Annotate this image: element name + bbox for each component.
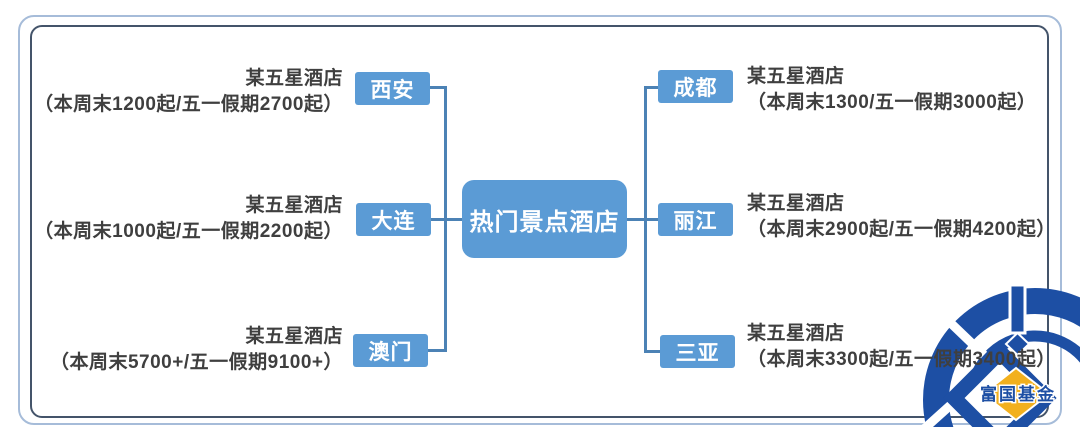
connector-chengdu-stub bbox=[644, 86, 658, 89]
city-node-lijiang: 丽江 bbox=[658, 203, 733, 236]
hotel-note-lijiang: 某五星酒店 （本周末2900起/五一假期4200起） bbox=[747, 191, 1056, 243]
logo-ring-gap bbox=[930, 303, 988, 359]
hotel-note-sanya: 某五星酒店 （本周末3300起/五一假期3400起） bbox=[747, 321, 1056, 373]
hotel-name: 某五星酒店 bbox=[245, 68, 343, 89]
connector-aomen-stub bbox=[428, 349, 447, 352]
hotel-name: 某五星酒店 bbox=[747, 323, 845, 344]
logo-gold-diamond bbox=[981, 366, 1051, 422]
hotel-name: 某五星酒店 bbox=[747, 66, 845, 87]
hotel-name: 某五星酒店 bbox=[245, 326, 343, 347]
city-label: 成都 bbox=[673, 76, 718, 100]
connector-sanya-stub bbox=[644, 350, 660, 353]
hotel-note-dalian: 某五星酒店 （本周末1000起/五一假期2200起） bbox=[34, 193, 343, 245]
city-label: 丽江 bbox=[673, 209, 718, 233]
logo-arrow bbox=[1004, 331, 1031, 357]
hotel-price: （本周末1200起/五一假期2700起） bbox=[34, 94, 343, 115]
city-node-dalian: 大连 bbox=[356, 203, 431, 236]
hotel-price: （本周末1300/五一假期3000起） bbox=[747, 92, 1037, 113]
fullgoal-fund-logo-watermark: 富国基金 bbox=[920, 283, 1080, 427]
logo-text: 富国基金 bbox=[980, 384, 1056, 404]
logo-ring bbox=[923, 288, 1080, 427]
center-node-hot-spot-hotels: 热门景点酒店 bbox=[462, 180, 627, 258]
city-node-xian: 西安 bbox=[355, 72, 430, 105]
hotel-price: （本周末3300起/五一假期3400起） bbox=[747, 349, 1056, 370]
city-node-aomen: 澳门 bbox=[353, 334, 428, 367]
city-label: 三亚 bbox=[675, 341, 720, 365]
inner-frame bbox=[30, 25, 1049, 418]
hotel-name: 某五星酒店 bbox=[747, 193, 845, 214]
outer-frame bbox=[18, 15, 1062, 425]
city-node-chengdu: 成都 bbox=[658, 70, 733, 103]
hotel-price: （本周末2900起/五一假期4200起） bbox=[747, 219, 1056, 240]
city-label: 大连 bbox=[371, 209, 416, 233]
hotel-price: （本周末5700+/五一假期9100+） bbox=[49, 352, 343, 373]
hotel-note-xian: 某五星酒店 （本周末1200起/五一假期2700起） bbox=[34, 66, 343, 118]
hotel-price: （本周末1000起/五一假期2200起） bbox=[34, 221, 343, 242]
connector-center-lijiang bbox=[627, 218, 658, 221]
connector-left-vertical bbox=[444, 86, 447, 352]
center-node-label: 热门景点酒店 bbox=[469, 208, 620, 236]
hotel-note-aomen: 某五星酒店 （本周末5700+/五一假期9100+） bbox=[50, 324, 343, 376]
city-label: 西安 bbox=[370, 78, 415, 102]
hotel-note-chengdu: 某五星酒店 （本周末1300/五一假期3000起） bbox=[747, 64, 1036, 116]
connector-xian-stub bbox=[430, 86, 447, 89]
hotel-name: 某五星酒店 bbox=[245, 195, 343, 216]
city-label: 澳门 bbox=[368, 340, 413, 364]
city-node-sanya: 三亚 bbox=[660, 335, 735, 368]
